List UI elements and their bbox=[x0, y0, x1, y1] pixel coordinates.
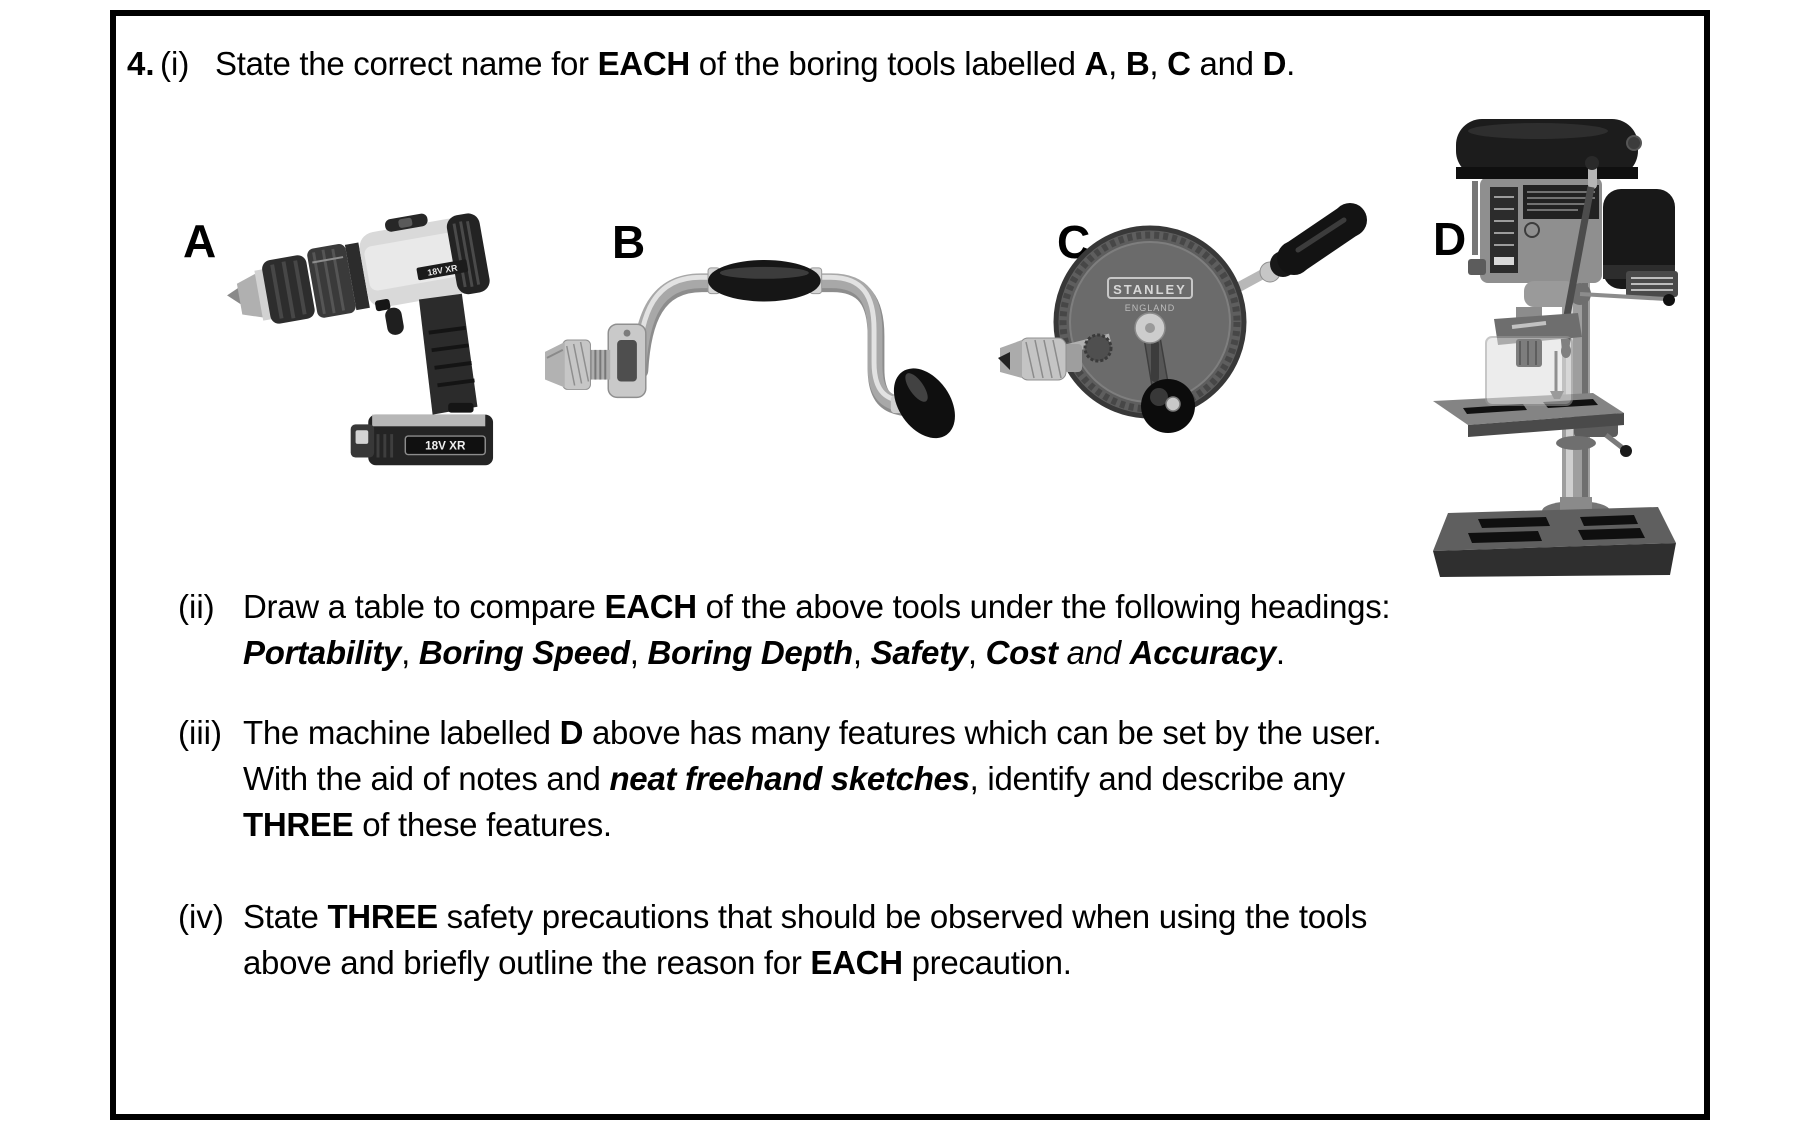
battery-pack: 18V XR bbox=[350, 414, 494, 466]
part-i-line-1: State the correct name for EACH of the b… bbox=[215, 45, 1295, 82]
cordless-drill-icon: 18V XR 18V XR bbox=[227, 213, 494, 466]
chuck-and-guard bbox=[1485, 307, 1582, 406]
drill-body: 18V XR bbox=[227, 213, 490, 335]
part-iii-line-2: With the aid of notes and neat freehand … bbox=[243, 760, 1345, 797]
part-iv-marker: (iv) bbox=[178, 898, 224, 935]
motor bbox=[1603, 189, 1675, 289]
battery-label: 18V XR bbox=[425, 440, 466, 453]
main-handle bbox=[1277, 203, 1367, 275]
chuck-nose bbox=[1000, 340, 1022, 378]
chuck-nose bbox=[545, 342, 565, 388]
depth-rod bbox=[1472, 181, 1478, 255]
forward-reverse-button bbox=[375, 298, 391, 312]
ratchet-brace-icon bbox=[545, 260, 955, 439]
tool-label-a: A bbox=[183, 215, 217, 267]
pistol-grip bbox=[418, 293, 478, 415]
part-iii-line-1: The machine labelled D above has many fe… bbox=[243, 714, 1382, 751]
chuck-guard bbox=[1485, 336, 1573, 406]
tool-label-d: D bbox=[1433, 213, 1467, 265]
part-ii-text: Draw a table to compare EACH of the abov… bbox=[243, 584, 1391, 676]
question-number: 4. bbox=[127, 45, 155, 82]
part-iv-line-1: State THREE safety precautions that shou… bbox=[243, 898, 1368, 935]
hand-drill-icon: STANLEY ENGLAND bbox=[998, 203, 1367, 433]
rear-vent-cap bbox=[446, 213, 490, 295]
base bbox=[1433, 497, 1676, 577]
brand-text: STANLEY bbox=[1113, 282, 1187, 297]
torque-collar bbox=[307, 244, 356, 318]
trigger bbox=[385, 307, 404, 335]
feed-handle-spoke bbox=[1579, 292, 1667, 301]
part-iii-text: The machine labelled D above has many fe… bbox=[243, 710, 1382, 848]
part-iii-marker: (iii) bbox=[178, 714, 222, 751]
bench-drill-press-icon bbox=[1433, 119, 1678, 577]
part-i-marker: (i) bbox=[160, 45, 190, 82]
pinion-gear bbox=[1083, 333, 1113, 363]
drill-bit-tip bbox=[998, 352, 1010, 370]
part-ii-marker: (ii) bbox=[178, 588, 215, 625]
part-iv-text: State THREE safety precautions that shou… bbox=[243, 894, 1367, 986]
feed-lever bbox=[1562, 186, 1595, 322]
tool-label-b: B bbox=[612, 216, 646, 268]
part-ii-line-2: Portability, Boring Speed, Boring Depth,… bbox=[243, 634, 1285, 671]
brand-origin-text: ENGLAND bbox=[1125, 303, 1176, 313]
head-assembly bbox=[1456, 119, 1678, 358]
part-iii-line-3: THREE of these features. bbox=[243, 806, 612, 843]
center-grip bbox=[708, 260, 821, 302]
part-i-text: State the correct name for EACH of the b… bbox=[215, 41, 1295, 87]
part-iv-line-2: above and briefly outline the reason for… bbox=[243, 944, 1072, 981]
part-ii-line-1: Draw a table to compare EACH of the abov… bbox=[243, 588, 1391, 625]
chuck-spring bbox=[586, 349, 611, 380]
quill-hub bbox=[1524, 281, 1576, 307]
